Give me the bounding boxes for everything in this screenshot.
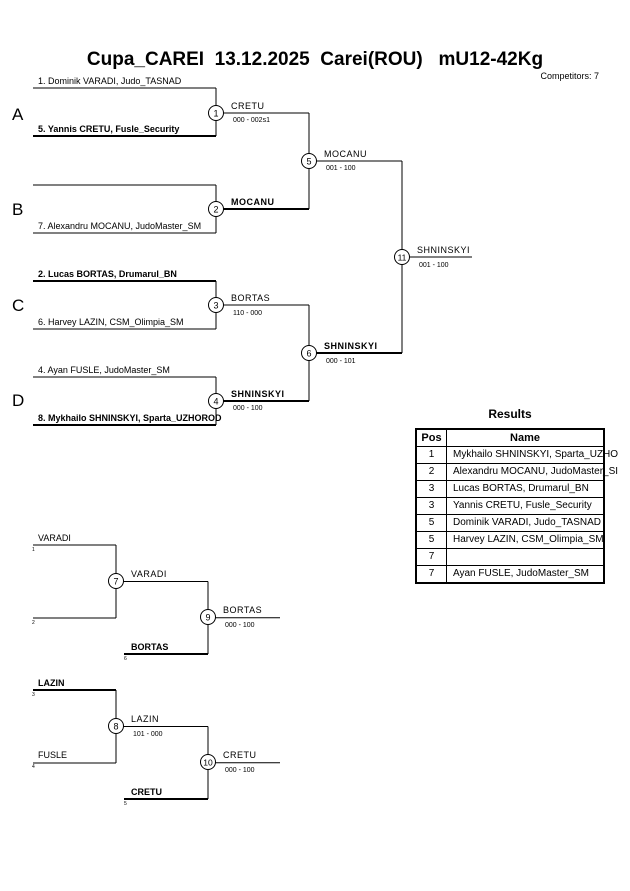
match-circle: 2 (208, 201, 224, 217)
repechage-seed: 3 (32, 692, 35, 698)
repechage-seed: 2 (32, 620, 35, 626)
result-name: Mykhailo SHNINSKYI, Sparta_UZHO (446, 446, 618, 464)
match-score: 001 - 100 (326, 165, 356, 172)
match-winner: MOCANU (324, 149, 367, 159)
match-winner: SHNINSKYI (231, 389, 285, 399)
results-title: Results (488, 407, 532, 421)
entrant-name: 1. Dominik VARADI, Judo_TASNAD (38, 76, 182, 86)
match-winner: SHNINSKYI (417, 245, 470, 255)
match-score: 101 - 000 (133, 731, 163, 738)
match-number: 4 (213, 397, 218, 407)
repechage-seed: 6 (124, 656, 127, 662)
entrant-name: 6. Harvey LAZIN, CSM_Olimpia_SM (38, 317, 184, 327)
result-pos: 7 (415, 565, 447, 584)
repechage-bracket-lines (33, 544, 280, 800)
result-name (446, 548, 605, 566)
match-number: 6 (306, 349, 311, 359)
repechage-seed: 4 (32, 764, 35, 770)
repechage-entrant: FUSLE (38, 750, 67, 760)
match-winner: BORTAS (231, 293, 270, 303)
match-circle: 1 (208, 105, 224, 121)
match-circle: 6 (301, 345, 317, 361)
match-score: 000 - 101 (326, 358, 356, 365)
match-score: 001 - 100 (419, 262, 449, 269)
entrant-name: 2. Lucas BORTAS, Drumarul_BN (38, 269, 177, 279)
pool-label-d: D (12, 391, 24, 410)
match-score: 110 - 000 (233, 310, 262, 317)
repechage-seed: 5 (124, 801, 127, 807)
match-score: 000 - 100 (233, 405, 263, 412)
table-row: 7 (415, 548, 605, 566)
match-circle: 7 (108, 573, 124, 589)
match-circle: 11 (394, 249, 410, 265)
match-circle: 10 (200, 754, 216, 770)
match-number: 10 (203, 758, 213, 768)
result-pos: 5 (415, 531, 447, 549)
entrant-name: 4. Ayan FUSLE, JudoMaster_SM (38, 365, 170, 375)
match-number: 2 (213, 205, 218, 215)
match-winner: LAZIN (131, 714, 159, 724)
match-winner: CRETU (231, 101, 265, 111)
entrant-name: 5. Yannis CRETU, Fusle_Security (38, 124, 179, 134)
match-circle: 5 (301, 153, 317, 169)
pool-label-c: C (12, 296, 24, 315)
match-score: 000 - 100 (225, 767, 255, 774)
repechage-entrant: BORTAS (131, 642, 168, 652)
results-header-row: Pos Name (415, 428, 605, 447)
match-winner: MOCANU (231, 197, 275, 207)
match-winner: VARADI (131, 569, 167, 579)
result-name: Alexandru MOCANU, JudoMaster_SI (446, 463, 618, 481)
match-score: 000 - 100 (225, 622, 255, 629)
main-bracket-lines (33, 87, 472, 426)
match-winner: CRETU (223, 750, 257, 760)
repechage-entrant: CRETU (131, 787, 162, 797)
match-number: 11 (398, 253, 407, 263)
pool-label-a: A (12, 105, 24, 124)
match-circle: 3 (208, 297, 224, 313)
repechage-seed: 1 (32, 547, 35, 553)
match-circle: 9 (200, 609, 216, 625)
result-pos: 3 (415, 480, 447, 498)
repechage-entrant: LAZIN (38, 678, 65, 688)
result-name: Harvey LAZIN, CSM_Olimpia_SM (446, 531, 605, 549)
results-header-name: Name (446, 428, 605, 447)
result-pos: 7 (415, 548, 447, 566)
entrant-name: 8. Mykhailo SHNINSKYI, Sparta_UZHOROD (38, 413, 222, 423)
result-pos: 2 (415, 463, 447, 481)
competitors-count: Competitors: 7 (540, 71, 599, 81)
result-name: Ayan FUSLE, JudoMaster_SM (446, 565, 605, 584)
match-number: 8 (113, 722, 118, 732)
result-name: Yannis CRETU, Fusle_Security (446, 497, 605, 515)
match-circle: 8 (108, 718, 124, 734)
result-pos: 1 (415, 446, 447, 464)
results-header-pos: Pos (415, 428, 447, 447)
page-title: Cupa_CAREI 13.12.2025 Carei(ROU) mU12-42… (87, 49, 543, 70)
match-number: 3 (213, 301, 218, 311)
result-pos: 3 (415, 497, 447, 515)
pool-label-b: B (12, 200, 23, 219)
match-number: 9 (205, 613, 210, 623)
match-number: 7 (113, 577, 118, 587)
match-winner: SHNINSKYI (324, 341, 378, 351)
match-number: 5 (306, 157, 311, 167)
match-score: 000 - 002s1 (233, 117, 270, 124)
result-name: Dominik VARADI, Judo_TASNAD (446, 514, 605, 532)
match-winner: BORTAS (223, 605, 262, 615)
repechage-entrant: VARADI (38, 533, 71, 543)
entrant-name: 7. Alexandru MOCANU, JudoMaster_SM (38, 221, 201, 231)
result-name: Lucas BORTAS, Drumarul_BN (446, 480, 605, 498)
match-circle: 4 (208, 393, 224, 409)
result-pos: 5 (415, 514, 447, 532)
match-number: 1 (213, 109, 218, 119)
